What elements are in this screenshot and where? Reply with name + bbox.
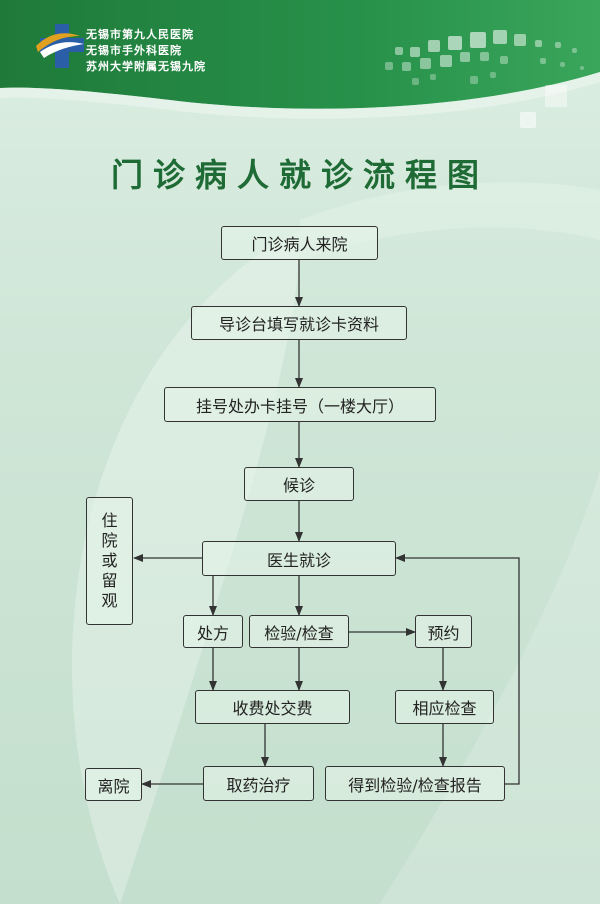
hospital-name-1: 无锡市第九人民医院 [86, 28, 194, 41]
wave-shape [300, 182, 600, 260]
leaf-shape-right [380, 470, 600, 904]
hospital-logo-icon [36, 24, 84, 68]
node-reports: 得到检验/检查报告 [325, 766, 505, 801]
hospital-name-3: 苏州大学附属无锡九院 [86, 60, 206, 73]
node-tests: 检验/检查 [249, 615, 349, 648]
header-band [0, 0, 600, 109]
node-register-info: 导诊台填写就诊卡资料 [191, 306, 407, 340]
node-registration: 挂号处办卡挂号（一楼大厅） [164, 387, 436, 422]
node-consultation: 医生就诊 [202, 541, 396, 576]
node-related-exam: 相应检查 [395, 690, 494, 724]
hospital-name-2: 无锡市手外科医院 [86, 44, 182, 57]
node-pharmacy: 取药治疗 [203, 766, 314, 801]
node-appointment: 预约 [415, 615, 472, 648]
arrow-reports-to-consultation [395, 554, 520, 785]
node-waiting: 候诊 [244, 467, 354, 501]
header-swoosh [0, 72, 600, 119]
node-prescription: 处方 [183, 615, 243, 648]
node-discharge: 离院 [85, 768, 142, 801]
node-payment: 收费处交费 [195, 690, 350, 724]
node-admission: 住院或留观 [86, 497, 133, 625]
page-title: 门诊病人就诊流程图 [110, 156, 489, 194]
node-arrive: 门诊病人来院 [221, 226, 378, 260]
decorative-squares [385, 30, 584, 128]
